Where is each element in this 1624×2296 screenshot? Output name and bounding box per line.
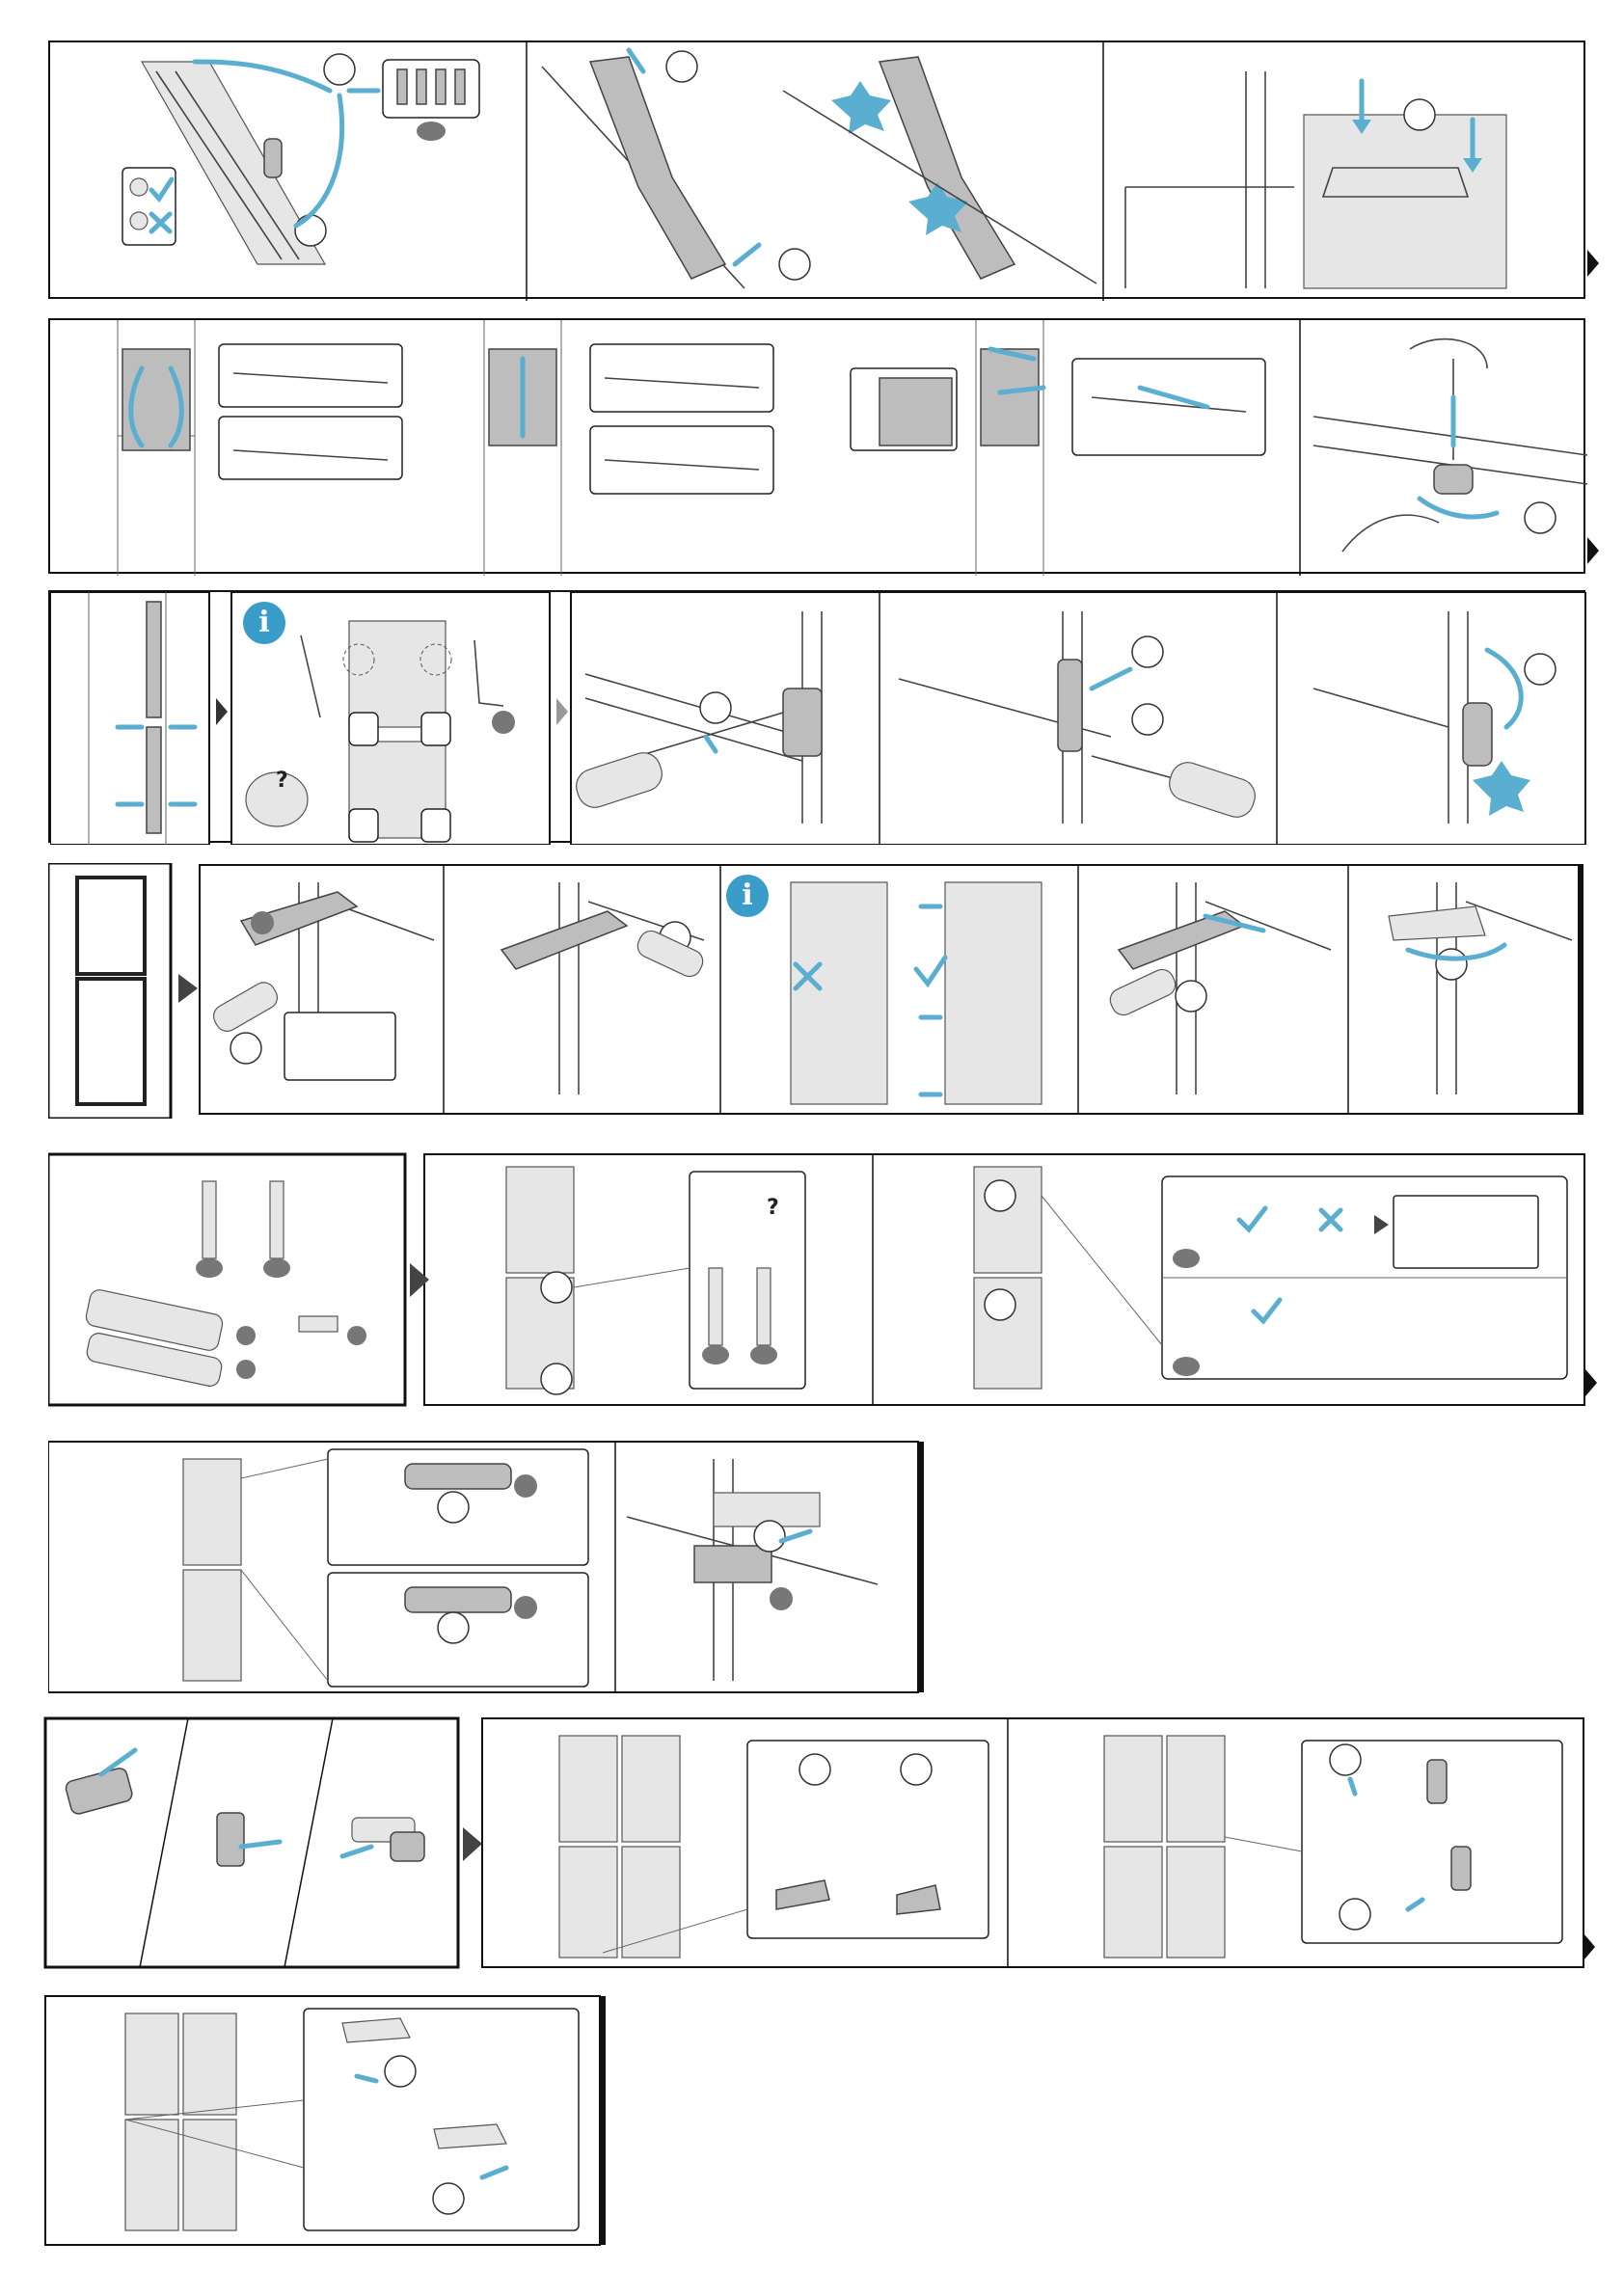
row-7-continue-arrow bbox=[1583, 1933, 1595, 1960]
question-mark: ? bbox=[276, 769, 288, 793]
row-5-illustrations bbox=[48, 1152, 1585, 1408]
row-2-step-1 bbox=[118, 320, 402, 576]
info-icon: i bbox=[243, 602, 285, 644]
row-2-illustrations bbox=[50, 320, 1587, 576]
row-5-panel-strip: ? bbox=[48, 1152, 1585, 1408]
row-1-step-2 bbox=[542, 50, 1096, 288]
row-1-panel-strip bbox=[48, 41, 1585, 299]
row-3-panel-strip: i ? bbox=[48, 590, 1585, 843]
row-3-next-arrow-1 bbox=[216, 698, 228, 725]
row-1-step-1 bbox=[122, 54, 479, 264]
row-6-panel-strip bbox=[48, 1440, 926, 1695]
row-4-illustrations bbox=[48, 863, 1585, 1119]
row-2-step-2 bbox=[484, 320, 773, 576]
row-8-step-1 bbox=[125, 2009, 579, 2230]
row-6-illustrations bbox=[48, 1440, 926, 1695]
row-7-panel-strip bbox=[43, 1716, 1586, 1972]
row-2-panel-strip bbox=[48, 318, 1585, 574]
row-3-next-arrow-2 bbox=[556, 698, 568, 725]
question-mark-2: ? bbox=[767, 1196, 779, 1220]
row-1-step-3 bbox=[1125, 71, 1506, 288]
row-4-step-0 bbox=[77, 878, 198, 1104]
row-2-step-4 bbox=[1313, 339, 1587, 552]
row-1-illustrations bbox=[50, 42, 1587, 301]
row-7-step-2 bbox=[1104, 1736, 1562, 1958]
row-2-continue-arrow bbox=[1587, 537, 1599, 564]
info-icon-2: i bbox=[726, 875, 769, 917]
row-4-panel-strip: i bbox=[48, 863, 1585, 1119]
row-1-continue-arrow bbox=[1587, 250, 1599, 277]
row-7-step-1 bbox=[559, 1736, 988, 1958]
row-8-panel-strip bbox=[43, 1994, 608, 2247]
row-5-continue-arrow bbox=[1585, 1369, 1597, 1396]
row-7-illustrations bbox=[43, 1716, 1586, 1972]
row-8-illustrations bbox=[43, 1994, 608, 2247]
row-2-step-3 bbox=[851, 320, 1265, 576]
